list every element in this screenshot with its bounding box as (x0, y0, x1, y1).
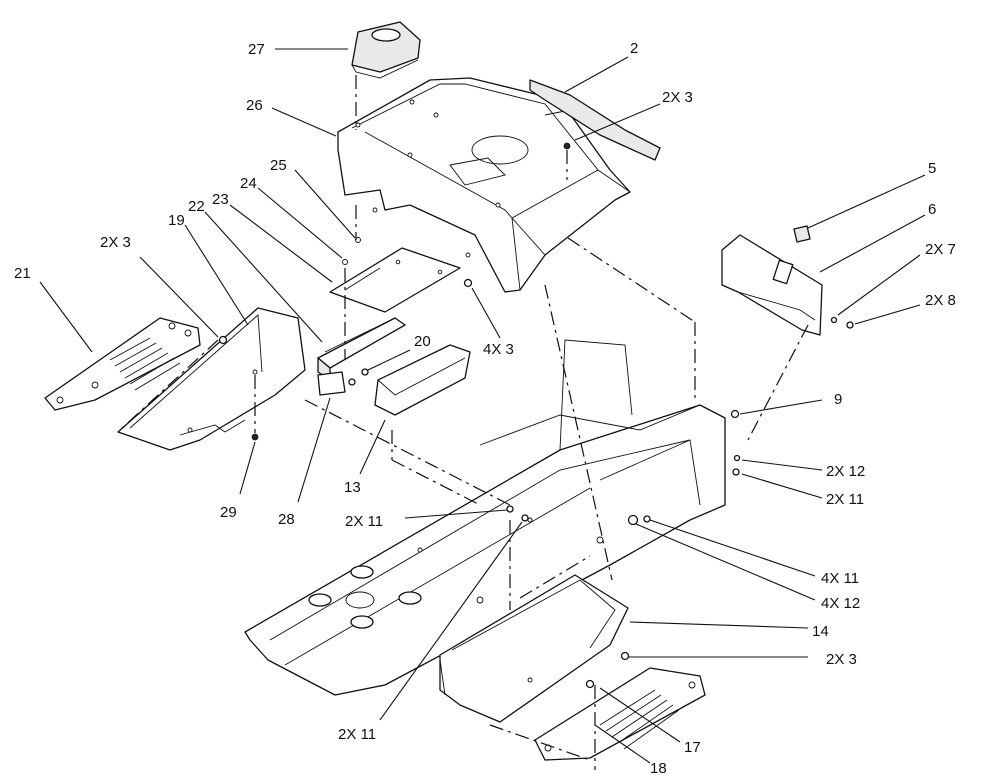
callout-2x3-hood: 2X 3 (662, 89, 693, 106)
callout-2x11-bottom: 2X 11 (338, 726, 376, 743)
body-shroud-part (337, 77, 631, 293)
callout-28: 28 (278, 511, 295, 528)
callout-20: 20 (414, 333, 431, 350)
callout-labels: 27 26 2 2X 3 25 24 23 22 19 2X 3 21 5 6 … (14, 40, 956, 777)
callout-17: 17 (684, 739, 701, 756)
callout-22: 22 (188, 198, 205, 215)
callout-18: 18 (650, 760, 667, 777)
right-shield-part (721, 234, 823, 336)
callout-2: 2 (630, 40, 638, 57)
main-frame-part (244, 339, 726, 696)
callout-9: 9 (834, 391, 842, 408)
side-panel-part (374, 344, 471, 416)
left-footrest-bracket-part (117, 307, 306, 451)
callout-2x7: 2X 7 (925, 241, 956, 258)
callout-25: 25 (270, 157, 287, 174)
callout-6: 6 (928, 201, 936, 218)
callout-19: 19 (168, 212, 185, 229)
callout-23: 23 (212, 191, 229, 208)
access-plate-part (329, 247, 461, 313)
callout-14: 14 (812, 623, 829, 640)
bracket-part (317, 371, 346, 396)
callout-4x3: 4X 3 (483, 341, 514, 358)
callout-2x12: 2X 12 (826, 463, 865, 480)
callout-21: 21 (14, 265, 31, 282)
callout-27: 27 (248, 41, 265, 58)
channel-part (317, 317, 406, 381)
callout-13: 13 (344, 479, 361, 496)
right-foot-mat-part (534, 667, 706, 761)
callout-2x3-left: 2X 3 (100, 234, 131, 251)
callout-5: 5 (928, 160, 936, 177)
assembly-centerlines (119, 75, 809, 770)
left-foot-mat-part (44, 317, 201, 411)
callout-29: 29 (220, 504, 237, 521)
callout-2x11-right: 2X 11 (826, 491, 864, 508)
callout-26: 26 (246, 97, 263, 114)
callout-2x11-center: 2X 11 (345, 513, 383, 530)
callout-24: 24 (240, 175, 257, 192)
console-cover-part (351, 21, 421, 79)
dash-strip-part (529, 79, 661, 161)
fastener-parts (218, 142, 854, 689)
right-footrest-bracket-part (439, 574, 629, 723)
callout-4x12: 4X 12 (821, 595, 860, 612)
callout-2x3-right: 2X 3 (826, 651, 857, 668)
callout-4x11: 4X 11 (821, 570, 859, 587)
callout-2x8: 2X 8 (925, 292, 956, 309)
leader-lines (39, 48, 926, 764)
decal-part (793, 225, 811, 243)
